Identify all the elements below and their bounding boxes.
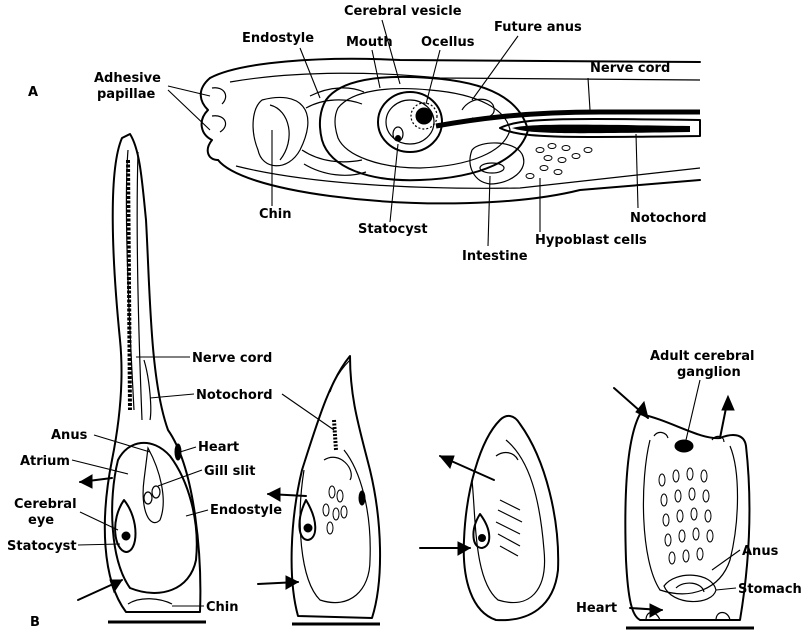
label-statocyst-a: Statocyst bbox=[358, 222, 428, 237]
panel-label-a: A bbox=[28, 85, 38, 100]
stage-2-gill-slits bbox=[322, 485, 348, 535]
stage-4-drawing bbox=[613, 387, 754, 630]
label-papillae: papillae bbox=[97, 87, 156, 102]
label-endostyle-b: Endostyle bbox=[210, 503, 282, 518]
stage-2-drawing bbox=[257, 355, 382, 626]
label-hypoblast-cells: Hypoblast cells bbox=[535, 233, 647, 248]
label-notochord-a: Notochord bbox=[630, 211, 707, 226]
label-heart-adult: Heart bbox=[576, 601, 617, 616]
label-intestine: Intestine bbox=[462, 249, 528, 264]
leader-lines-b bbox=[71, 356, 741, 607]
label-gill-slit: Gill slit bbox=[204, 464, 255, 479]
label-notochord-b: Notochord bbox=[196, 388, 273, 403]
label-heart-b: Heart bbox=[198, 440, 239, 455]
label-anus-adult: Anus bbox=[742, 544, 779, 559]
label-mouth: Mouth bbox=[346, 35, 393, 50]
label-stomach: Stomach bbox=[738, 582, 802, 597]
label-eye: eye bbox=[28, 513, 54, 528]
label-chin-a: Chin bbox=[259, 207, 292, 222]
label-future-anus: Future anus bbox=[494, 20, 582, 35]
stage-3-drawing bbox=[419, 414, 560, 622]
panel-label-b: B bbox=[30, 615, 40, 630]
leader-lines-a bbox=[167, 19, 639, 247]
label-nerve-cord-a: Nerve cord bbox=[590, 61, 670, 76]
label-cerebral: Cerebral bbox=[14, 497, 77, 512]
label-statocyst-b: Statocyst bbox=[7, 539, 77, 554]
label-endostyle-a: Endostyle bbox=[242, 31, 314, 46]
label-adhesive: Adhesive bbox=[94, 71, 161, 86]
label-nerve-cord-b: Nerve cord bbox=[192, 351, 272, 366]
label-atrium: Atrium bbox=[20, 454, 70, 469]
label-ganglion: ganglion bbox=[677, 365, 741, 380]
label-anus-b: Anus bbox=[51, 428, 88, 443]
stage-1-drawing bbox=[77, 133, 206, 624]
label-ocellus: Ocellus bbox=[421, 35, 475, 50]
label-chin-b: Chin bbox=[206, 600, 239, 615]
label-cerebral-vesicle: Cerebral vesicle bbox=[344, 4, 462, 19]
stage-4-gill-slits bbox=[658, 467, 714, 565]
hypoblast-cells-drawing bbox=[525, 143, 593, 179]
larva-head-drawing bbox=[199, 57, 701, 205]
stage-3-gill-slits bbox=[495, 499, 523, 557]
label-adult-cerebral: Adult cerebral bbox=[650, 349, 755, 364]
